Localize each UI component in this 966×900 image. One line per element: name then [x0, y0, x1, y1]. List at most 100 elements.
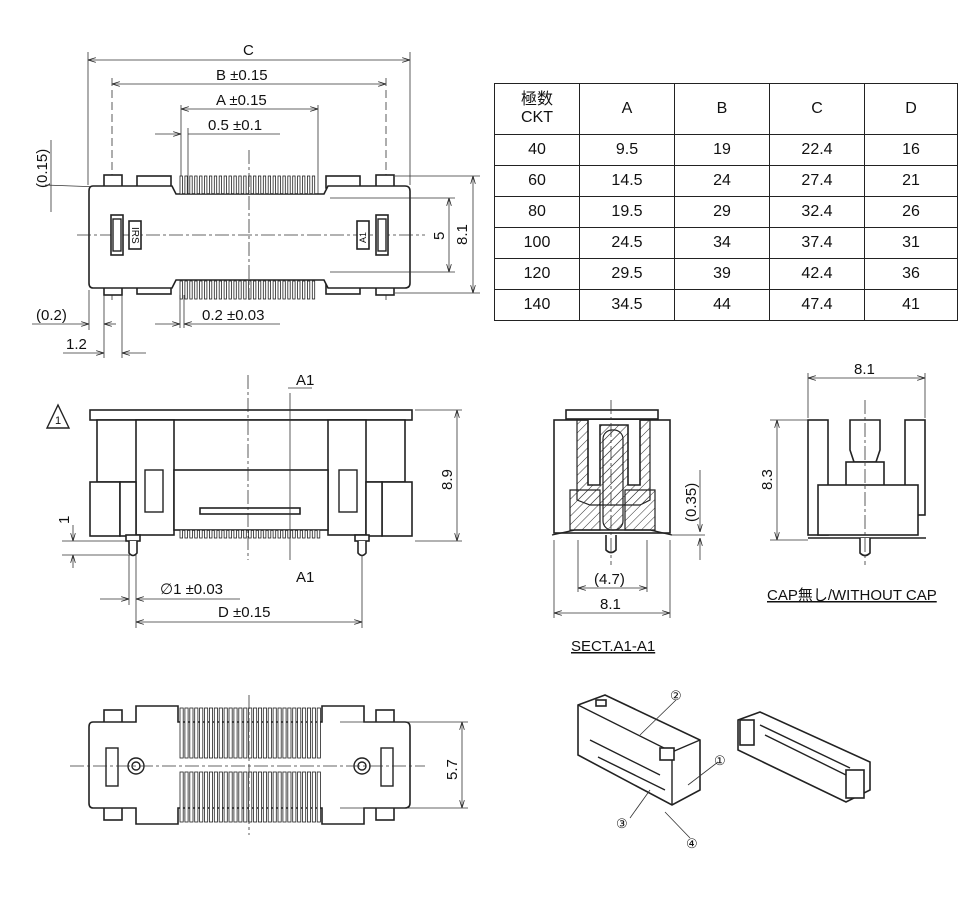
contact-pin	[277, 529, 281, 539]
section-caption: SECT.A1-A1	[571, 638, 655, 655]
revision-mark: 1	[55, 415, 61, 427]
table-cell: 34.5	[579, 289, 675, 321]
contact-pin	[287, 707, 292, 759]
dim-phi-1: ∅1 ±0.03	[160, 581, 223, 598]
contact-pin	[208, 280, 213, 300]
table-cell: 42.4	[769, 258, 865, 290]
contact-pin	[233, 707, 238, 759]
contact-pin	[213, 280, 218, 300]
dim-0-35: (0.35)	[683, 483, 700, 522]
table-cell: 39	[674, 258, 770, 290]
table-cell: 14.5	[579, 165, 675, 197]
contact-pin	[292, 175, 296, 195]
contact-pin	[218, 175, 222, 195]
contact-pin	[272, 707, 277, 759]
contact-pin	[218, 707, 223, 759]
contact-pin	[257, 529, 262, 539]
contact-pin	[238, 280, 242, 300]
table-cell: 44	[674, 289, 770, 321]
table-cell: 27.4	[769, 165, 865, 197]
contact-pin	[243, 529, 247, 539]
table-cell: 36	[864, 258, 958, 290]
contact-pin	[282, 175, 286, 195]
contact-pin	[179, 175, 183, 195]
contact-pin	[179, 280, 183, 300]
contact-row-bottom	[179, 280, 316, 300]
contact-pin	[316, 707, 321, 759]
contact-pin	[248, 529, 252, 539]
contact-pin	[302, 280, 306, 300]
contact-pin	[311, 771, 316, 823]
contact-pin	[262, 280, 267, 300]
table-cell: 40	[494, 134, 580, 166]
contact-pin	[262, 707, 267, 759]
callout-2: ②	[670, 688, 682, 703]
contact-pin	[243, 771, 248, 823]
contact-pin	[184, 529, 188, 539]
contact-pin	[277, 771, 282, 823]
contact-pin	[194, 529, 198, 539]
contact-pin	[257, 175, 262, 195]
table-cell: 26	[864, 196, 958, 228]
bottom-view: 5.7	[70, 695, 468, 835]
contact-pin	[199, 529, 203, 539]
contact-pin	[223, 707, 228, 759]
table-cell: 29	[674, 196, 770, 228]
contact-pin	[189, 771, 194, 823]
table-cell: 19	[674, 134, 770, 166]
contact-pin	[302, 529, 306, 539]
contact-pin	[179, 529, 183, 539]
contact-pin	[302, 771, 307, 823]
contact-pin	[257, 280, 262, 300]
contact-pin	[287, 280, 291, 300]
table-cell: 41	[864, 289, 958, 321]
table-cell: 31	[864, 227, 958, 259]
contact-pin	[208, 529, 213, 539]
table-cell: 34	[674, 227, 770, 259]
contact-pin	[297, 529, 301, 539]
contact-pin	[233, 280, 237, 300]
dim-4-7: (4.7)	[594, 571, 625, 588]
contact-pin	[223, 175, 227, 195]
contact-pin	[223, 529, 228, 539]
dim-a: A ±0.15	[216, 92, 267, 109]
contact-pin	[233, 175, 237, 195]
contact-pin	[194, 280, 198, 300]
contact-pin	[306, 280, 311, 300]
contact-pin	[267, 771, 272, 823]
contact-pin	[223, 771, 228, 823]
marking-irs: IRS	[129, 227, 140, 244]
contact-pin	[282, 529, 286, 539]
section-view: (0.35) (4.7) 8.1 SECT.A1-A1	[551, 400, 705, 655]
contact-pin	[253, 529, 257, 539]
contact-pin	[243, 280, 247, 300]
contact-pin	[194, 771, 199, 823]
contact-pin	[208, 771, 213, 823]
contact-pin	[199, 771, 204, 823]
contact-pin	[189, 529, 193, 539]
contact-pin	[238, 529, 242, 539]
contact-pin	[282, 771, 287, 823]
dim-8-1-cap: 8.1	[854, 361, 875, 378]
contact-pin	[311, 529, 316, 539]
callout-1: ①	[714, 753, 726, 768]
dim-8-1-section: 8.1	[600, 596, 621, 613]
header-ckt-jp: 極数	[520, 91, 553, 108]
isometric-view-with-cap: ② ① ③ ④	[577, 688, 726, 851]
contact-pin	[199, 175, 203, 195]
contact-pin	[257, 707, 262, 759]
table-cell: 32.4	[769, 196, 865, 228]
table-cell: 29.5	[579, 258, 675, 290]
contact-pin	[292, 529, 296, 539]
dim-d: D ±0.15	[218, 604, 270, 621]
table-cell: 16	[864, 134, 958, 166]
contact-pin	[267, 529, 272, 539]
contact-pin	[189, 707, 194, 759]
contact-pin	[199, 280, 203, 300]
isometric-view-without-cap	[737, 711, 871, 803]
